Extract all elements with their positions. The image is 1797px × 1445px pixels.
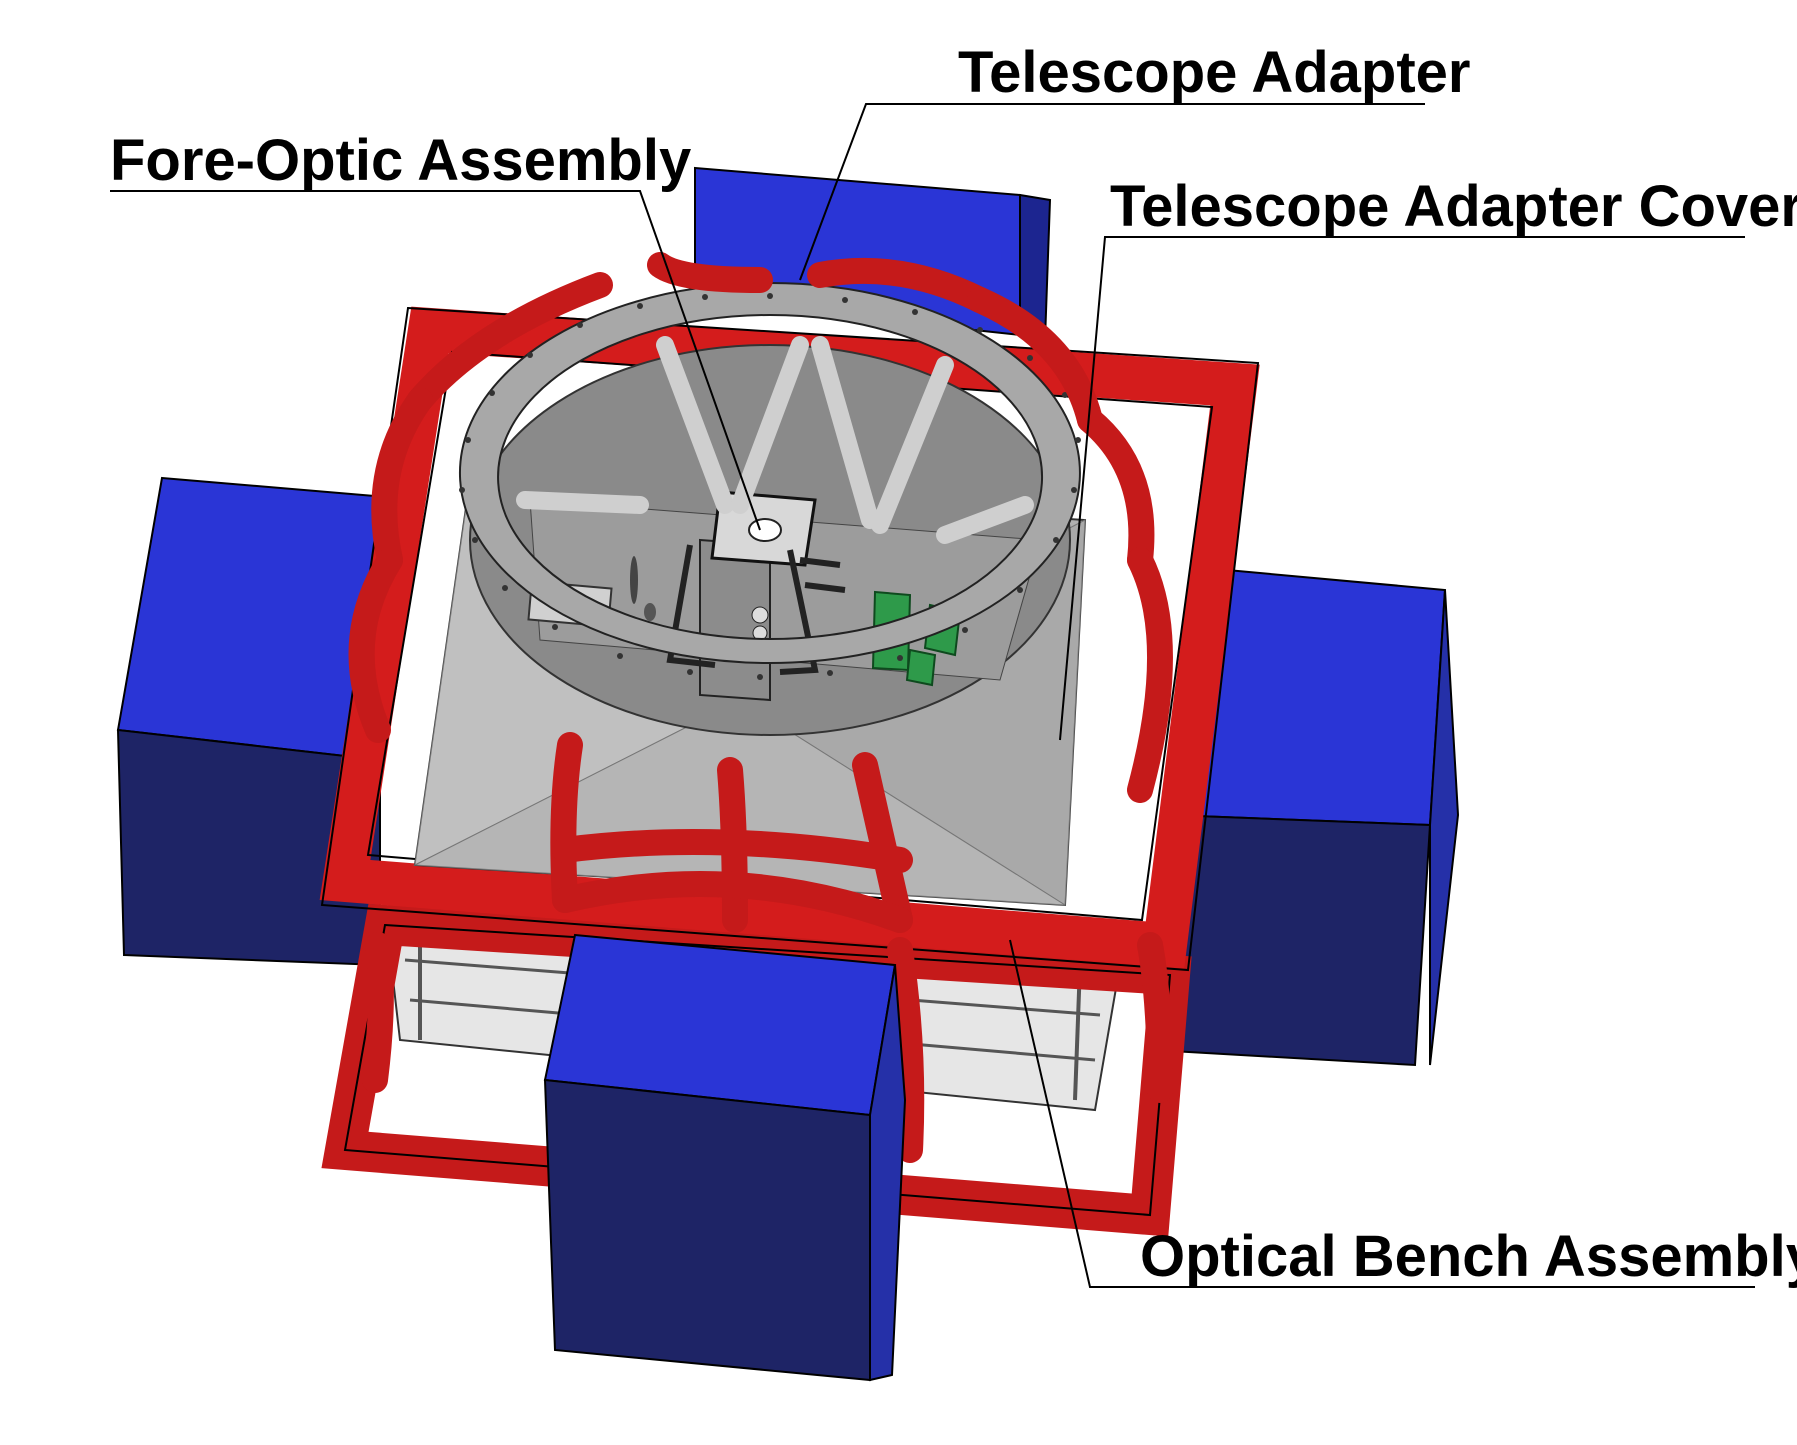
- callout-leaders: [110, 103, 1755, 1288]
- label-fore-optic-assembly: Fore-Optic Assembly: [110, 128, 691, 193]
- telescope-adapter-ring: [458, 282, 1081, 680]
- weight-block-front: [543, 933, 907, 1382]
- callout-labels: Telescope Adapter Fore-Optic Assembly Te…: [110, 40, 1797, 1289]
- label-telescope-adapter-cover: Telescope Adapter Cover: [1110, 174, 1797, 239]
- weight-block-left: [116, 476, 400, 967]
- label-telescope-adapter: Telescope Adapter: [958, 40, 1470, 105]
- weight-block-right: [1153, 566, 1460, 1067]
- label-optical-bench-assembly: Optical Bench Assembly: [1140, 1224, 1797, 1289]
- red-tube-supports: [348, 252, 1173, 1163]
